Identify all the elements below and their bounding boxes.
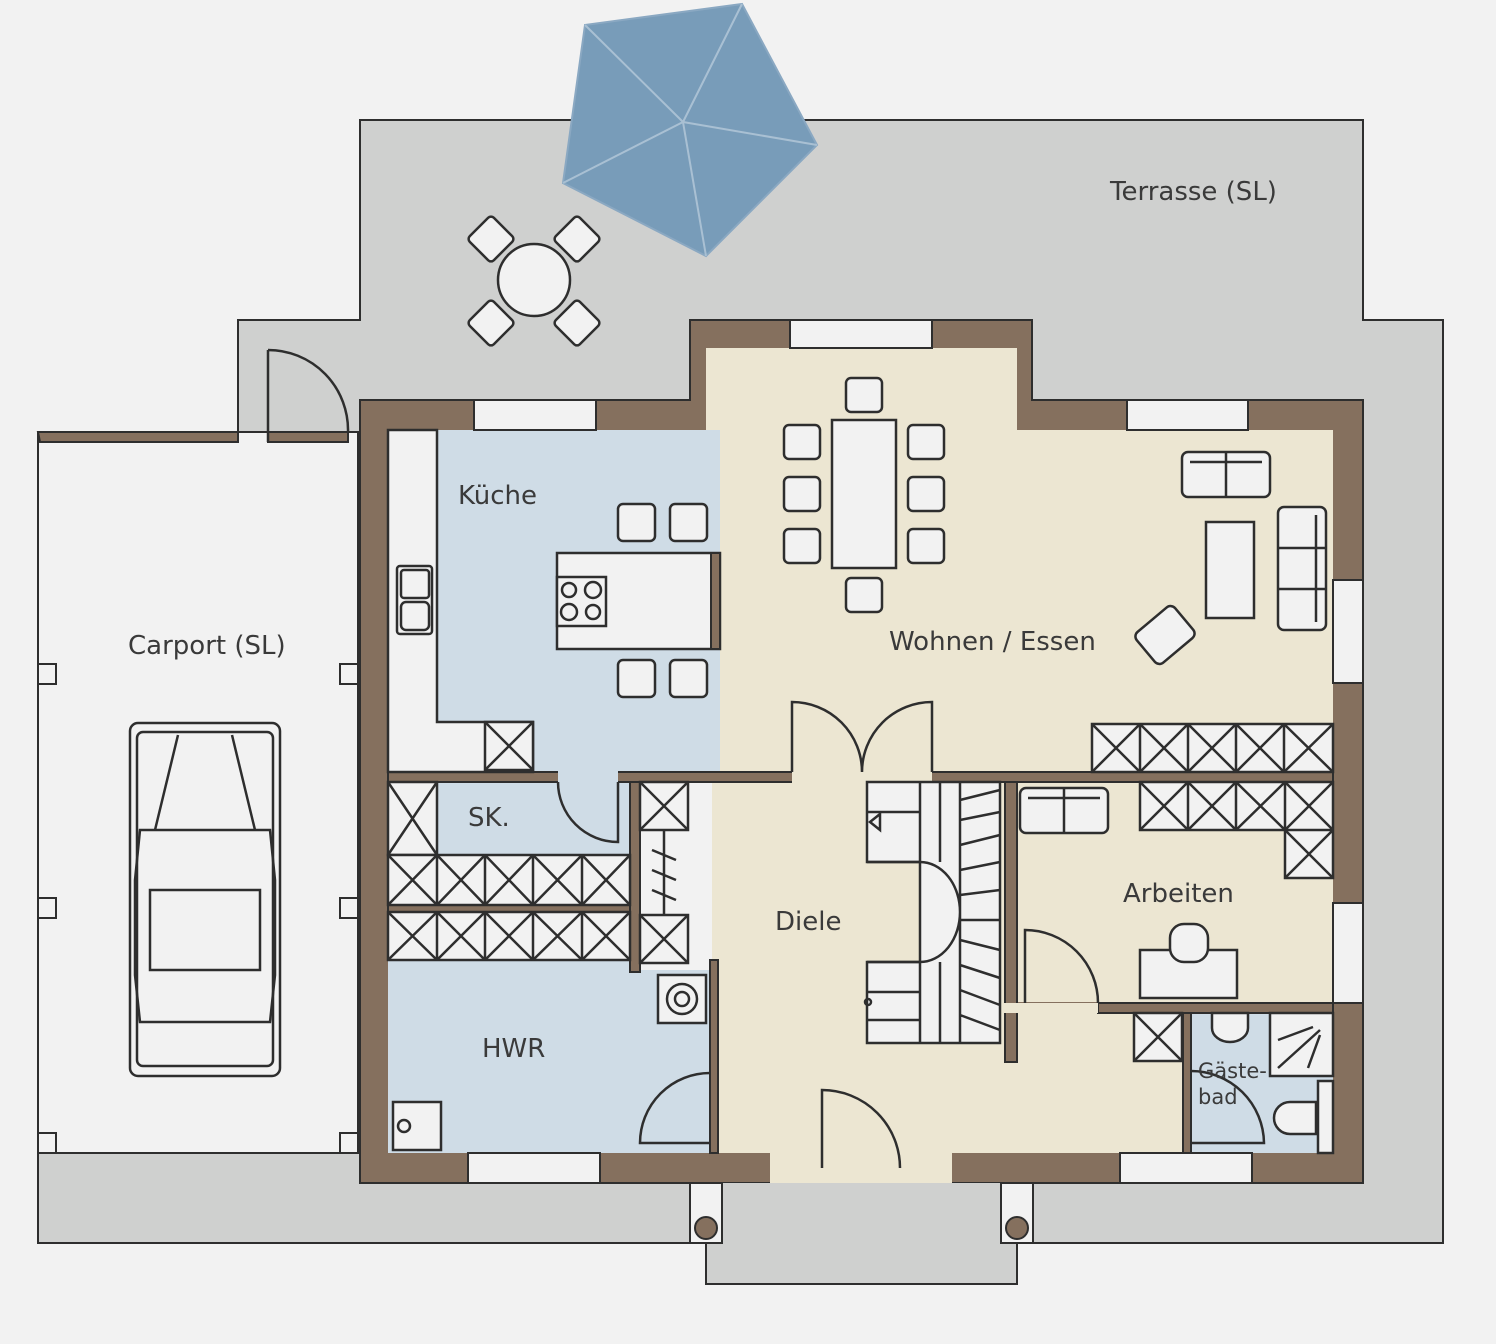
utility-appliances xyxy=(391,973,708,1152)
room-label-living: Wohnen / Essen xyxy=(889,627,1096,657)
kitchen-counter xyxy=(386,428,535,774)
wardrobe xyxy=(638,780,690,965)
terrace-table xyxy=(467,215,601,347)
room-label-terrace: Terrasse (SL) xyxy=(1109,177,1277,207)
carport-posts xyxy=(37,663,359,1154)
room-label-hall: Diele xyxy=(775,907,841,937)
living-cabinets xyxy=(1090,722,1335,774)
pantry-shelves xyxy=(386,780,632,962)
study-furniture xyxy=(1018,780,1335,1000)
kitchen-island xyxy=(555,502,722,699)
staircase xyxy=(863,780,1002,1045)
room-label-utility: HWR xyxy=(482,1034,545,1064)
guest-bath-fixtures xyxy=(1132,1011,1335,1155)
living-sofas xyxy=(1134,450,1328,666)
room-label-pantry: SK. xyxy=(468,803,510,833)
room-label-carport: Carport (SL) xyxy=(128,631,286,661)
umbrella-icon xyxy=(561,2,819,258)
room-label-study: Arbeiten xyxy=(1123,879,1234,909)
room-label-guest-bath-1: Gäste- xyxy=(1198,1059,1267,1083)
room-label-guest-bath-2: bad xyxy=(1198,1085,1238,1109)
room-label-kitchen: Küche xyxy=(458,481,537,511)
car-icon xyxy=(128,721,282,1078)
dining-table xyxy=(782,376,946,614)
